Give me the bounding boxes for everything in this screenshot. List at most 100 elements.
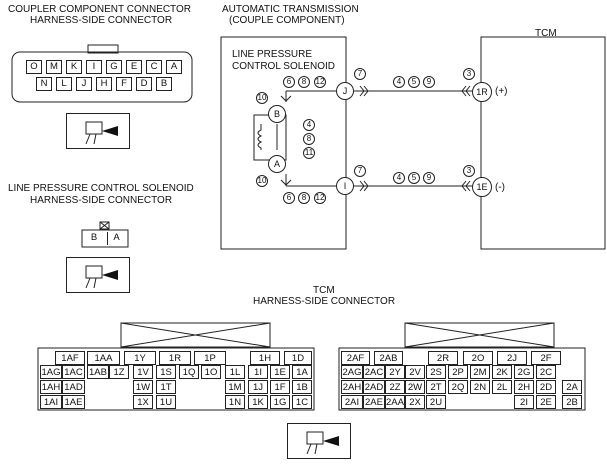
polarity-minus: (-) xyxy=(495,182,505,193)
pin-cell: 1AH xyxy=(40,380,62,394)
note-number: 11 xyxy=(303,147,315,159)
note-number: 10 xyxy=(256,92,268,104)
solenoid-pin-b: B xyxy=(85,232,103,245)
coupler-pin: I xyxy=(86,60,102,74)
lpcs-title: LINE PRESSURE CONTROL SOLENOID xyxy=(8,183,194,194)
solenoid-pin-a: A xyxy=(107,232,125,245)
pin-cell: 1S xyxy=(156,365,176,379)
pin-cell: 2I xyxy=(514,395,534,409)
pin-cell: 1AC xyxy=(62,365,85,379)
coupler-pin: M xyxy=(46,60,62,74)
polarity-plus: (+) xyxy=(495,86,508,97)
coupler-pin: D xyxy=(136,77,152,91)
pin-cell: 2N xyxy=(470,380,490,394)
pin-cell: 2C xyxy=(536,365,556,379)
pin-cell: 1R xyxy=(159,351,191,365)
pin-cell: 1P xyxy=(194,351,226,365)
pin-cell: 1A xyxy=(292,365,312,379)
coupler-pin: J xyxy=(76,77,92,91)
pin-cell: 2U xyxy=(426,395,446,409)
pin-cell: 1F xyxy=(270,380,290,394)
at-subtitle: (COUPLE COMPONENT) xyxy=(229,15,345,26)
tcm-title: TCM xyxy=(535,28,557,39)
pin-cell: 1G xyxy=(270,395,290,409)
pin-cell: 2V xyxy=(405,365,425,379)
coupler-pin: F xyxy=(116,77,132,91)
note-number: 4 xyxy=(393,172,405,184)
at-title: AUTOMATIC TRANSMISSION xyxy=(222,4,359,15)
solenoid-label-2: CONTROL SOLENOID xyxy=(232,61,335,72)
pin-cell: 1AB xyxy=(87,365,109,379)
pin-cell: 2X xyxy=(405,395,425,409)
pin-cell: 2AE xyxy=(363,395,385,409)
note-number: 7 xyxy=(354,68,366,80)
pin-cell: 1AD xyxy=(62,380,85,394)
pin-cell: 1Z xyxy=(109,365,129,379)
pin-cell: 2T xyxy=(426,380,446,394)
note-number: 8 xyxy=(298,192,310,204)
coupler-pin: O xyxy=(26,60,42,74)
at-box xyxy=(220,36,347,250)
pin-cell: 2S xyxy=(426,365,446,379)
note-number: 8 xyxy=(303,133,315,145)
note-number: 5 xyxy=(408,76,420,88)
note-number: 8 xyxy=(298,76,310,88)
note-number: 5 xyxy=(408,172,420,184)
tcm-connector-title: TCM xyxy=(313,285,335,296)
pin-cell: 2W xyxy=(405,380,425,394)
note-number: 12 xyxy=(314,76,326,88)
pin-cell: 2AF xyxy=(341,351,370,365)
pin-cell: 2F xyxy=(531,351,561,365)
note-number: 3 xyxy=(463,68,475,80)
pin-cell: 2AA xyxy=(385,395,405,409)
coupler-pin: A xyxy=(166,60,182,74)
pin-cell: 2M xyxy=(470,365,490,379)
pin-cell: 2D xyxy=(536,380,556,394)
solenoid-terminal-b: B xyxy=(268,105,286,123)
coupler-pin: K xyxy=(66,60,82,74)
pin-cell: 1AF xyxy=(55,351,85,365)
note-number: 10 xyxy=(256,175,268,187)
coupler-pin: L xyxy=(56,77,72,91)
solenoid-terminal-a: A xyxy=(268,155,286,173)
pin-cell: 1C xyxy=(292,395,312,409)
pin-cell: 1AA xyxy=(87,351,120,365)
note-number: 9 xyxy=(423,172,435,184)
pin-cell: 2H xyxy=(514,380,534,394)
terminal-1e: 1E xyxy=(472,177,492,197)
pin-cell: 1AE xyxy=(62,395,85,409)
pin-cell: 1Q xyxy=(179,365,199,379)
pin-cell: 1E xyxy=(270,365,290,379)
pin-cell: 2B xyxy=(562,395,582,409)
lpcs-subtitle: HARNESS-SIDE CONNECTOR xyxy=(30,195,173,206)
pin-cell: 1Y xyxy=(124,351,156,365)
pin-cell: 2E xyxy=(536,395,556,409)
note-number: 9 xyxy=(423,76,435,88)
pin-cell: 2AI xyxy=(341,395,363,409)
note-number: 7 xyxy=(354,165,366,177)
coupler-pin: B xyxy=(156,77,172,91)
pin-cell: 2A xyxy=(562,380,582,394)
pin-cell: 2P xyxy=(448,365,468,379)
tcm-box xyxy=(480,36,606,250)
pin-cell: 2O xyxy=(463,351,493,365)
terminal-1r: 1R xyxy=(472,82,492,102)
tcm-connector-subtitle: HARNESS-SIDE CONNECTOR xyxy=(253,296,396,307)
pin-cell: 1O xyxy=(201,365,221,379)
note-number: 3 xyxy=(463,165,475,177)
pin-cell: 2J xyxy=(497,351,527,365)
pin-cell: 1H xyxy=(250,351,280,365)
note-number: 12 xyxy=(314,192,326,204)
pin-cell: 1X xyxy=(133,395,153,409)
coupler-pin: C xyxy=(146,60,162,74)
note-number: 6 xyxy=(283,76,295,88)
note-number: 4 xyxy=(393,76,405,88)
pin-cell: 1J xyxy=(248,380,268,394)
terminal-i: I xyxy=(336,177,354,195)
pin-cell: 1M xyxy=(225,380,245,394)
pin-cell: 2AG xyxy=(341,365,363,379)
pin-cell: 1W xyxy=(133,380,153,394)
pin-cell: 2G xyxy=(514,365,534,379)
pin-cell: 1I xyxy=(248,365,268,379)
